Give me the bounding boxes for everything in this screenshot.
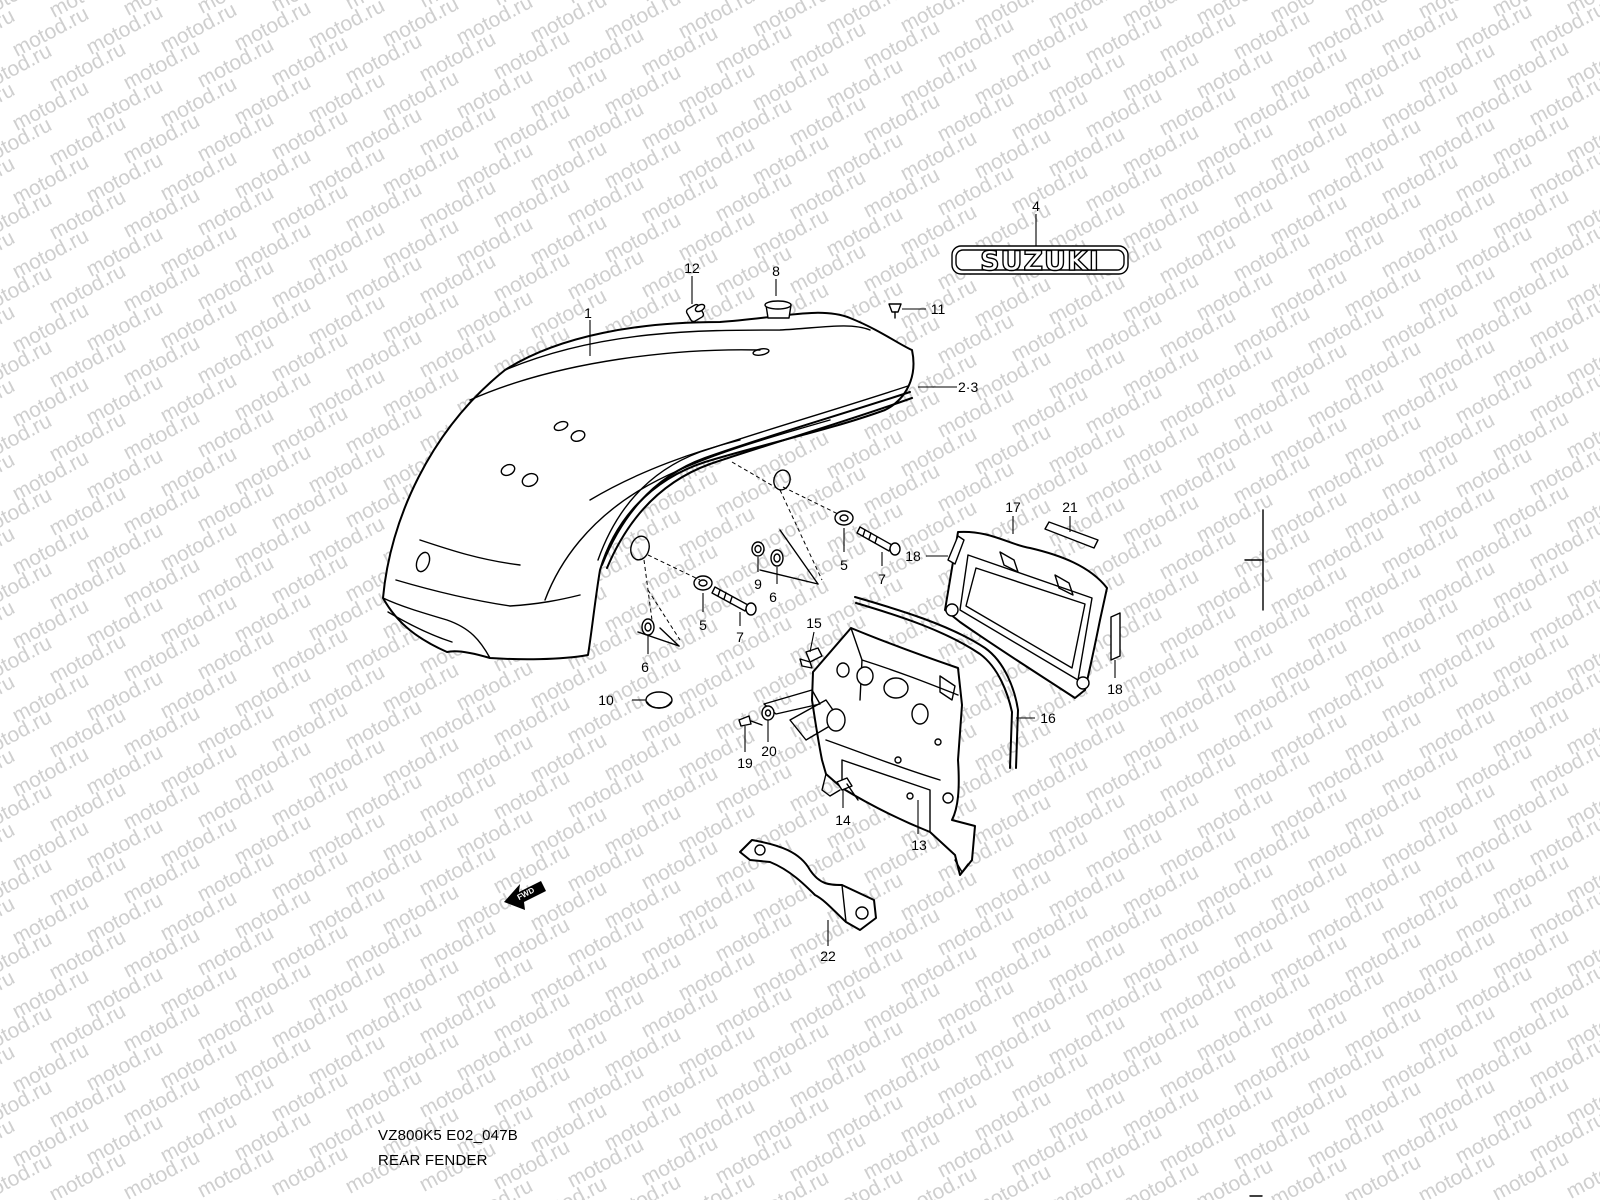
callout-18a: 18	[905, 548, 921, 564]
callout-11: 11	[931, 301, 946, 317]
emblem-logo-text: SUZUKI	[980, 246, 1100, 277]
cushion-part-5a	[693, 575, 713, 591]
cushion-part-5b	[834, 510, 854, 526]
callout-16: 16	[1040, 710, 1056, 726]
washer-part-6a	[770, 549, 784, 567]
watermark-text: motod.ru	[1563, 1144, 1600, 1200]
callout-12: 12	[684, 260, 700, 276]
callout-21: 21	[1062, 499, 1078, 515]
callout-18b: 18	[1107, 681, 1123, 697]
cap-part-10	[645, 691, 673, 709]
callout-5a: 5	[699, 617, 707, 633]
callout-14: 14	[835, 812, 851, 828]
callout-7b: 7	[878, 571, 886, 587]
diagram-title: REAR FENDER	[378, 1152, 488, 1169]
washer-part-20	[761, 705, 775, 721]
callout-9: 9	[754, 576, 762, 592]
callout-7a: 7	[736, 629, 744, 645]
suzuki-emblem-part-4: SUZUKI	[951, 245, 1129, 278]
callout-1: 1	[584, 305, 592, 321]
diagram-code: VZ800K5 E02_047B	[378, 1127, 518, 1144]
pad-part-18b	[1110, 612, 1121, 661]
callout-17: 17	[1005, 499, 1021, 515]
callout-10: 10	[598, 692, 614, 708]
callout-6b: 6	[641, 659, 649, 675]
washer-part-6b	[641, 618, 655, 636]
callout-13: 13	[911, 837, 927, 853]
grommet-part-8	[764, 300, 792, 319]
callout-19: 19	[737, 755, 753, 771]
collar-part-9	[751, 541, 765, 557]
callout-8: 8	[772, 263, 780, 279]
callout-6a: 6	[769, 589, 777, 605]
callout-20: 20	[761, 743, 777, 759]
callout-2-3: 2·3	[958, 379, 978, 395]
callout-4: 4	[1032, 198, 1040, 214]
callout-5b: 5	[840, 557, 848, 573]
callout-15: 15	[806, 615, 822, 631]
callout-22: 22	[820, 948, 836, 964]
